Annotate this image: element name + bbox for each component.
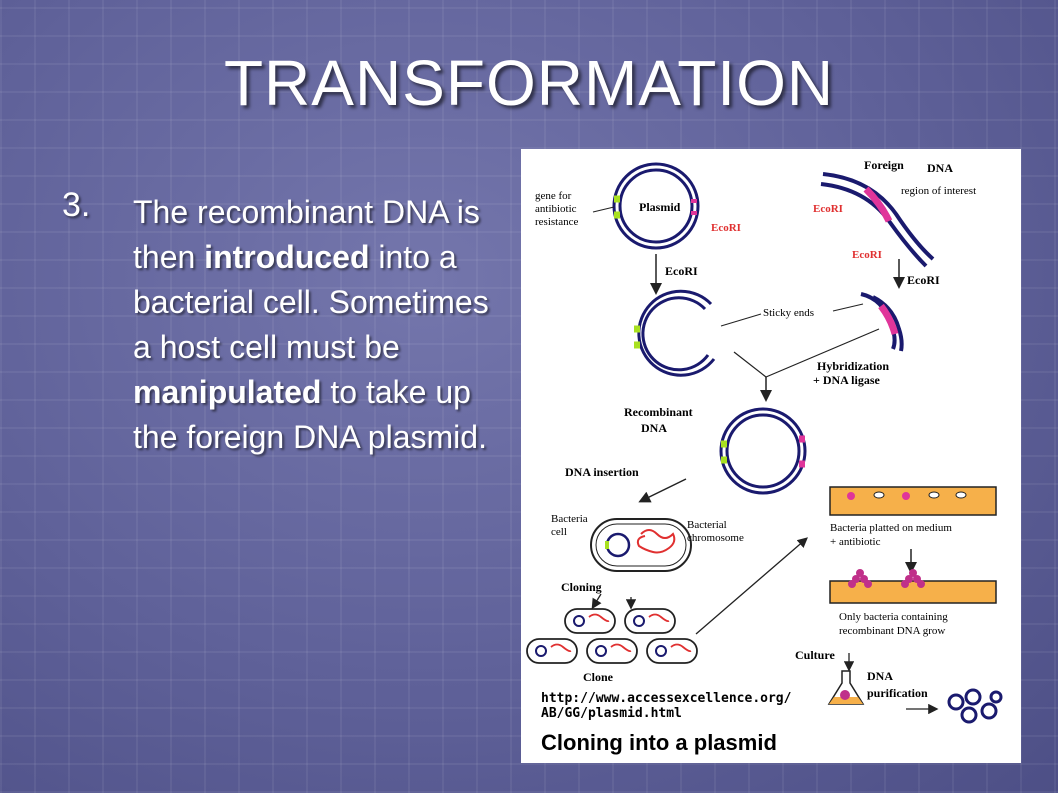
clone-cell-1 (564, 608, 616, 634)
label-purif-1: DNA (867, 669, 893, 683)
label-plated-2: + antibiotic (830, 536, 881, 548)
culture-flask (827, 670, 865, 705)
label-ecori-cut-1: EcoRI (665, 264, 698, 278)
label-cloning: Cloning (561, 580, 602, 594)
label-culture: Culture (795, 648, 835, 662)
foreign-dna-strands (820, 172, 935, 268)
figure-caption: Cloning into a plasmid (541, 730, 777, 755)
label-ecori-foreign-2: EcoRI (852, 249, 882, 261)
text-part-5: to take up the foreign DNA plasmid. (133, 374, 487, 455)
clone-cell-4 (586, 638, 638, 664)
colony-plate (829, 569, 997, 604)
source-url-2: AB/GG/plasmid.html (541, 706, 682, 721)
plasmid-circle (612, 162, 700, 250)
label-only-2: recombinant DNA grow (839, 625, 945, 637)
clone-cell-2 (624, 608, 676, 634)
label-ecori-plasmid: EcoRI (711, 222, 741, 234)
label-bchrom-2: chromosome (687, 532, 744, 544)
label-clone: Clone (583, 670, 614, 684)
label-recomb-1: Recombinant (624, 405, 693, 419)
clone-cell-3 (526, 638, 578, 664)
label-ecori-cut-2: EcoRI (907, 273, 940, 287)
label-bchrom-1: Bacterial (687, 519, 727, 531)
cloning-diagram-svg: gene for antibiotic resistance Plasmid E… (526, 158, 1003, 755)
agar-plate (829, 486, 997, 516)
label-bacteria-2: cell (551, 526, 567, 538)
label-resistance: resistance (535, 216, 578, 228)
purified-plasmids (947, 688, 1003, 724)
label-insertion: DNA insertion (565, 465, 639, 479)
slide-title: TRANSFORMATION (223, 47, 835, 119)
label-plasmid: Plasmid (639, 200, 681, 214)
label-only-1: Only bacteria containing (839, 611, 948, 623)
clone-cell-5 (646, 638, 698, 664)
recombinant-plasmid (719, 407, 807, 495)
cloning-diagram: gene for antibiotic resistance Plasmid E… (521, 149, 1021, 763)
label-gene: gene for (535, 190, 572, 202)
cut-fragment (860, 292, 904, 352)
clone-cells (526, 608, 698, 664)
label-recomb-2: DNA (641, 421, 667, 435)
text-part-1: The recombinant DNA is then (133, 194, 480, 275)
label-plated-1: Bacteria platted on medium (830, 522, 952, 534)
label-dna: DNA (927, 161, 953, 175)
text-emphasis-introduced: introduced (204, 239, 370, 275)
opened-plasmid (634, 289, 716, 377)
label-foreign: Foreign (864, 158, 904, 172)
bullet-text: The recombinant DNA is then introduced i… (133, 190, 493, 460)
text-part-3: into a bacterial cell. Sometimes a host … (133, 239, 489, 365)
label-region: region of interest (901, 185, 976, 197)
label-ecori-foreign-1: EcoRI (813, 203, 843, 215)
text-emphasis-manipulated: manipulated (133, 374, 322, 410)
bullet-number: 3. (62, 186, 91, 224)
source-url-1: http://www.accessexcellence.org/ (541, 691, 792, 706)
label-purif-2: purification (867, 686, 928, 700)
bacterial-cell (590, 518, 692, 572)
label-antibiotic: antibiotic (535, 203, 577, 215)
label-sticky: Sticky ends (763, 307, 814, 319)
label-hybrid-1: Hybridization (817, 359, 889, 373)
label-bacteria-1: Bacteria (551, 513, 588, 525)
label-hybrid-2: + DNA ligase (813, 373, 881, 387)
